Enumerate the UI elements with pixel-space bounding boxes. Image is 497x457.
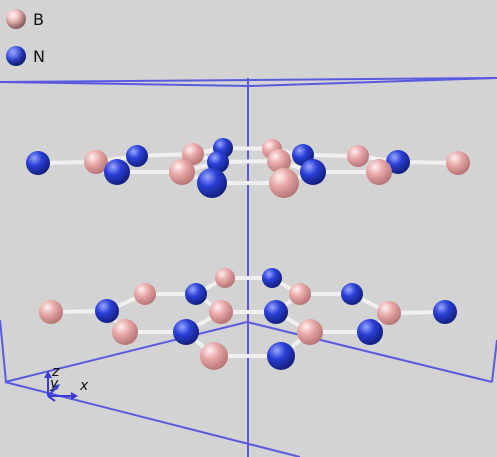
nitrogen-atom[interactable]	[185, 283, 207, 305]
boron-atom[interactable]	[169, 159, 195, 185]
atom-set	[26, 138, 470, 370]
axis-label-y: y	[49, 376, 59, 392]
nitrogen-atom[interactable]	[26, 151, 50, 175]
boron-atom[interactable]	[297, 319, 323, 345]
nitrogen-atom[interactable]	[386, 150, 410, 174]
nitrogen-atom[interactable]	[262, 268, 282, 288]
boron-atom[interactable]	[267, 149, 291, 173]
boron-atom[interactable]	[215, 268, 235, 288]
nitrogen-atom[interactable]	[197, 168, 227, 198]
nitrogen-atom[interactable]	[95, 299, 119, 323]
boron-atom[interactable]	[39, 300, 63, 324]
nitrogen-atom-icon	[6, 46, 26, 66]
legend-item-boron: B	[6, 6, 45, 32]
legend-item-nitrogen: N	[6, 43, 45, 69]
unit-cell-box	[0, 77, 497, 457]
boron-atom[interactable]	[366, 159, 392, 185]
nitrogen-atom[interactable]	[267, 342, 295, 370]
boron-atom[interactable]	[446, 151, 470, 175]
legend-label-boron: B	[33, 9, 44, 29]
boron-atom[interactable]	[182, 143, 204, 165]
boron-atom[interactable]	[289, 283, 311, 305]
nitrogen-atom[interactable]	[207, 151, 229, 173]
axis-triad-icon: x z y	[44, 364, 89, 402]
boron-atom[interactable]	[134, 283, 156, 305]
nitrogen-atom[interactable]	[126, 145, 148, 167]
boron-atom[interactable]	[112, 319, 138, 345]
boron-atom-icon	[6, 9, 26, 29]
nitrogen-atom[interactable]	[341, 283, 363, 305]
nitrogen-atom[interactable]	[104, 159, 130, 185]
nitrogen-atom[interactable]	[357, 319, 383, 345]
boron-atom[interactable]	[269, 168, 299, 198]
nitrogen-atom[interactable]	[173, 319, 199, 345]
axis-label-z: z	[51, 364, 60, 380]
boron-atom[interactable]	[209, 300, 233, 324]
boron-atom[interactable]	[347, 145, 369, 167]
nitrogen-atom[interactable]	[300, 159, 326, 185]
element-legend: B N	[6, 6, 45, 80]
axis-label-x: x	[79, 378, 89, 394]
nitrogen-atom[interactable]	[433, 300, 457, 324]
legend-label-nitrogen: N	[33, 46, 45, 66]
nitrogen-atom[interactable]	[264, 300, 288, 324]
boron-atom[interactable]	[200, 342, 228, 370]
boron-atom[interactable]	[84, 150, 108, 174]
boron-atom[interactable]	[377, 301, 401, 325]
